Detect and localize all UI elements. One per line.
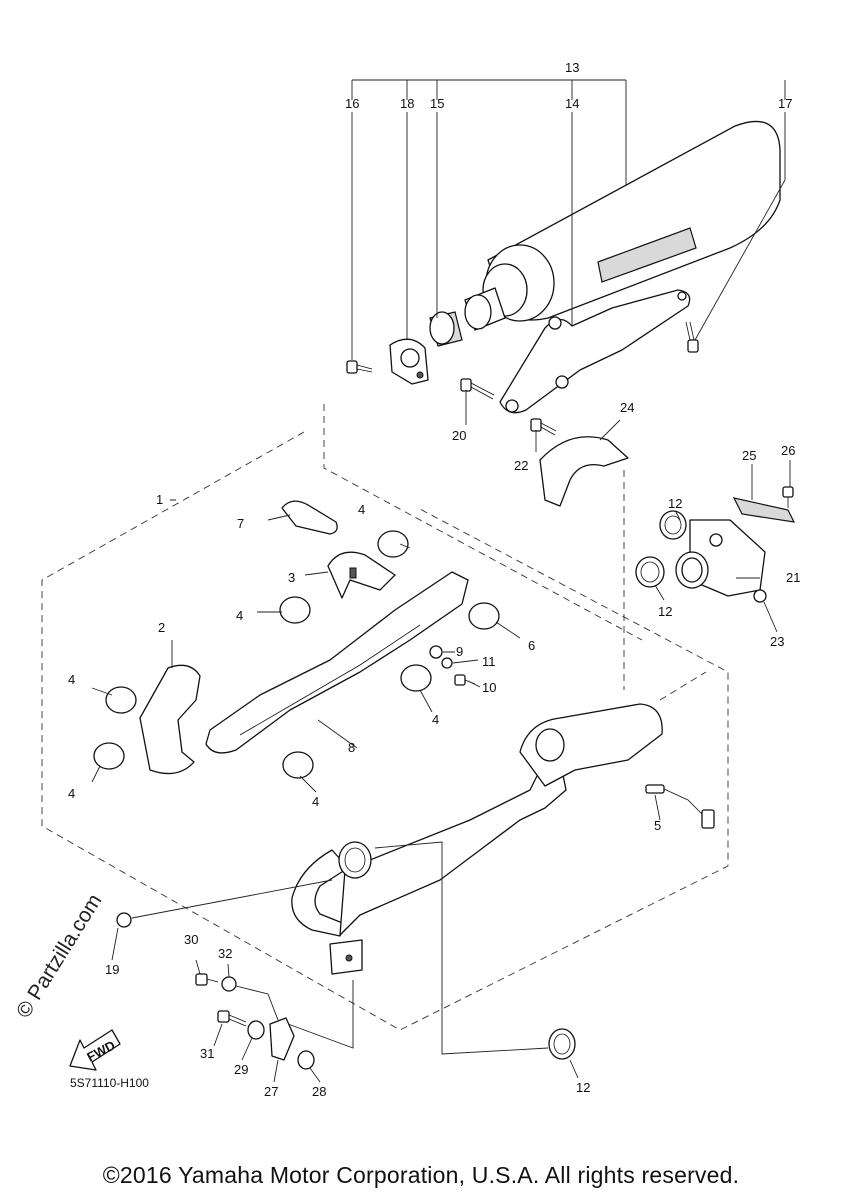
- copyright-notice: ©2016 Yamaha Motor Corporation, U.S.A. A…: [102, 1162, 740, 1188]
- callout-20: 20: [452, 428, 466, 443]
- callout-19: 19: [105, 962, 119, 977]
- callout-17: 17: [778, 96, 792, 111]
- sensor-5: [645, 784, 715, 829]
- callout-23: 23: [770, 634, 784, 649]
- protector-3: [327, 551, 396, 599]
- callout-31: 31: [200, 1046, 214, 1061]
- clamp-6: [468, 602, 500, 630]
- bracket-27: [269, 1017, 295, 1061]
- gasket-12-upper: [659, 510, 687, 540]
- damper-28: [297, 1050, 315, 1070]
- callout-4b: 4: [236, 608, 243, 623]
- bolt-16: [346, 360, 373, 374]
- callout-29: 29: [234, 1062, 248, 1077]
- collar-9: [429, 645, 443, 659]
- callout-28: 28: [312, 1084, 326, 1099]
- muffler-bracket: [499, 289, 691, 414]
- callout-2: 2: [158, 620, 165, 635]
- callout-25: 25: [742, 448, 756, 463]
- bolt-30: [195, 973, 219, 986]
- callout-12c: 12: [576, 1080, 590, 1095]
- muffler: [429, 120, 781, 347]
- callout-4d: 4: [68, 786, 75, 801]
- callout-4a: 4: [358, 502, 365, 517]
- callout-22: 22: [514, 458, 528, 473]
- callout-1: 1: [156, 492, 163, 507]
- callout-labels: 1 2 3 4 4 4 4 4 4 5 6 7 8 9 10 11 12 12 …: [68, 60, 800, 1099]
- exhaust-joint-21: [675, 519, 766, 597]
- callout-7: 7: [237, 516, 244, 531]
- callout-18: 18: [400, 96, 414, 111]
- callout-5: 5: [654, 818, 661, 833]
- protector-8: [205, 571, 469, 754]
- washer-11: [441, 657, 453, 669]
- callout-6: 6: [528, 638, 535, 653]
- diagram-code: 5S71110-H100: [70, 1076, 149, 1090]
- bolt-31: [217, 1010, 247, 1027]
- screw-26: [782, 486, 794, 508]
- gasket-12-middle: [635, 556, 665, 588]
- callout-12b: 12: [658, 604, 672, 619]
- bolt-17: [685, 321, 699, 353]
- exhaust-header-pipe: [291, 703, 663, 975]
- callout-24: 24: [620, 400, 634, 415]
- callout-4e: 4: [432, 712, 439, 727]
- bolt-20: [460, 378, 495, 400]
- fwd-label: FWD: [84, 1037, 117, 1064]
- callout-8: 8: [348, 740, 355, 755]
- fwd-arrow-icon: [69, 1029, 121, 1071]
- leader-lines: [91, 79, 791, 1083]
- nut-23: [753, 589, 767, 603]
- nut-19: [116, 912, 132, 928]
- protector-2: [139, 664, 201, 775]
- callout-15: 15: [430, 96, 444, 111]
- callout-9: 9: [456, 644, 463, 659]
- callout-32: 32: [218, 946, 232, 961]
- muffler-clamp: [389, 338, 429, 385]
- callout-27: 27: [264, 1084, 278, 1099]
- gasket-12-lower: [548, 1028, 576, 1060]
- callout-26: 26: [781, 443, 795, 458]
- callout-3: 3: [288, 570, 295, 585]
- collar-29: [247, 1020, 265, 1040]
- clamps-4: [93, 530, 432, 779]
- heat-protector-24: [539, 436, 629, 507]
- protector-7: [281, 500, 338, 535]
- callout-10: 10: [482, 680, 496, 695]
- callout-30: 30: [184, 932, 198, 947]
- callout-21: 21: [786, 570, 800, 585]
- callout-13: 13: [565, 60, 579, 75]
- bolt-22: [530, 418, 557, 436]
- bolt-10: [454, 674, 476, 686]
- callout-14: 14: [565, 96, 579, 111]
- callout-12a: 12: [668, 496, 682, 511]
- washer-32: [221, 976, 237, 992]
- callout-4c: 4: [68, 672, 75, 687]
- callout-16: 16: [345, 96, 359, 111]
- cover-25: [732, 497, 796, 523]
- callout-11: 11: [482, 654, 496, 669]
- callout-4f: 4: [312, 794, 319, 809]
- assembly-1-boundary: [41, 404, 729, 1031]
